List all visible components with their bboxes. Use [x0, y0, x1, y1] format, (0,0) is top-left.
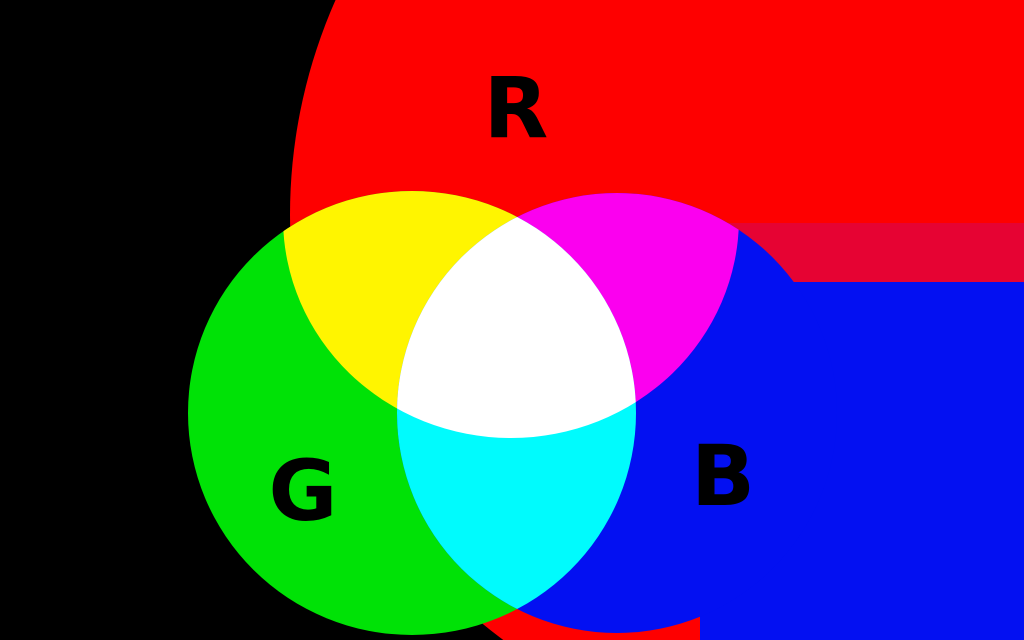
blue-circle-label: B: [691, 427, 755, 525]
red-circle-label: R: [484, 59, 549, 157]
green-circle-label: G: [269, 442, 338, 540]
white-overlap-center: [397, 193, 636, 438]
